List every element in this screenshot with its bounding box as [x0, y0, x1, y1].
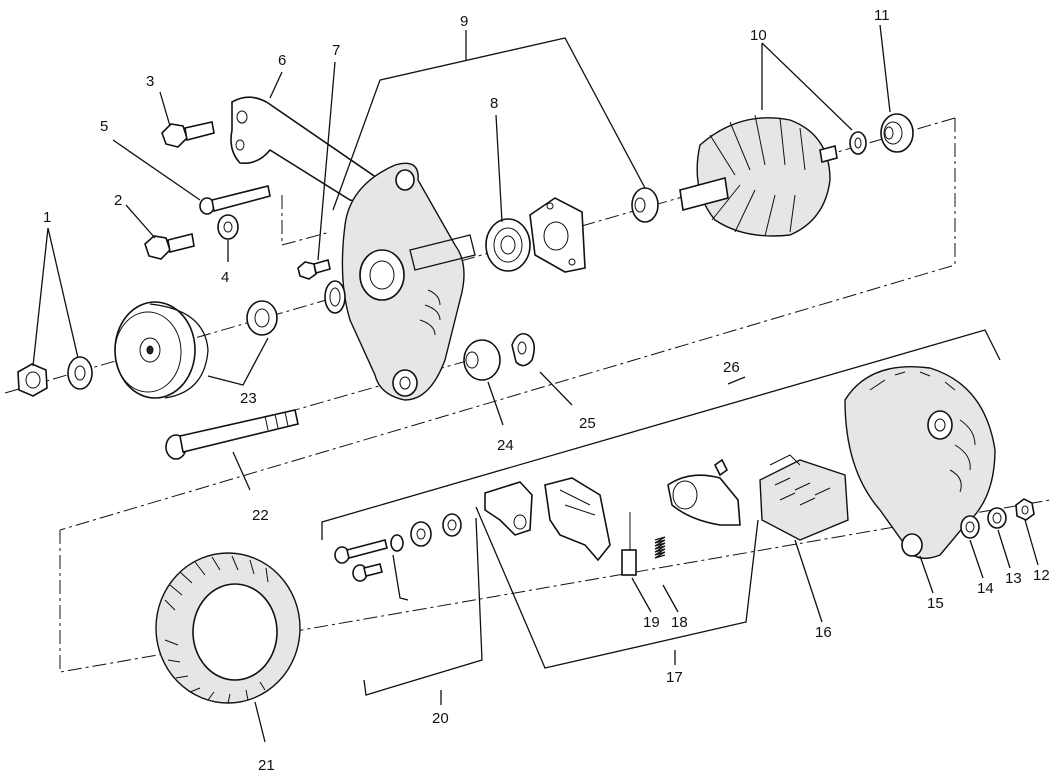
- part-7-bolt: [297, 258, 331, 280]
- callout-10: 10: [750, 27, 767, 44]
- part-17-brush-holder: [667, 458, 741, 526]
- part-10-rotor: [679, 114, 867, 237]
- part-rotor-spacer: [631, 187, 659, 223]
- part-22-through-bolt: [165, 409, 299, 460]
- callout-20: 20: [432, 710, 449, 727]
- callout-16: 16: [815, 624, 832, 641]
- callout-26: 26: [723, 359, 740, 376]
- callout-19: 19: [643, 614, 660, 631]
- callout-8: 8: [490, 95, 498, 112]
- callout-4: 4: [221, 269, 229, 286]
- callout-17: 17: [666, 669, 683, 686]
- callout-9: 9: [460, 13, 468, 30]
- part-24-spacer: [463, 339, 501, 381]
- callout-23: 23: [240, 390, 257, 407]
- part-2-bolt: [144, 233, 195, 260]
- callout-12: 12: [1033, 567, 1050, 584]
- part-11-bearing: [880, 113, 914, 153]
- part-5-bolt: [199, 185, 271, 215]
- part-14-13-12-nut-washers: [960, 498, 1035, 539]
- part-6-bracket: [230, 96, 386, 206]
- part-16-rectifier: [759, 454, 849, 541]
- part-15-rear-housing: [844, 365, 996, 559]
- callout-3: 3: [146, 73, 154, 90]
- part-21-stator: [155, 552, 301, 704]
- callout-labels: 1 2 3 4 5 6 7 8 9 10 11 12 13 14 15 16 1…: [43, 7, 1050, 774]
- part-9-front-housing: [324, 162, 476, 401]
- part-25-washer: [511, 332, 536, 367]
- callout-11: 11: [874, 7, 890, 24]
- callout-6: 6: [278, 52, 286, 69]
- callout-22: 22: [252, 507, 269, 524]
- part-3-bolt: [161, 121, 215, 148]
- callout-13: 13: [1005, 570, 1022, 587]
- callout-1: 1: [43, 209, 51, 226]
- callout-7: 7: [332, 42, 340, 59]
- leader-lines: [32, 24, 1039, 743]
- part-4-washer: [217, 214, 239, 240]
- callout-25: 25: [579, 415, 596, 432]
- part-8-bearing: [485, 197, 586, 273]
- callout-24: 24: [497, 437, 514, 454]
- part-19-brush: [621, 512, 637, 576]
- part-23-pulley: [114, 300, 278, 399]
- callout-15: 15: [927, 595, 944, 612]
- part-20-regulator-assembly: [334, 477, 611, 601]
- part-1-nut-washer: [17, 356, 93, 397]
- callout-2: 2: [114, 192, 122, 209]
- part-18-spring: [654, 536, 666, 559]
- callout-18: 18: [671, 614, 688, 631]
- callout-21: 21: [258, 757, 275, 774]
- callout-5: 5: [100, 118, 108, 135]
- assembly-axis-lines: [4, 117, 1051, 673]
- callout-14: 14: [977, 580, 994, 597]
